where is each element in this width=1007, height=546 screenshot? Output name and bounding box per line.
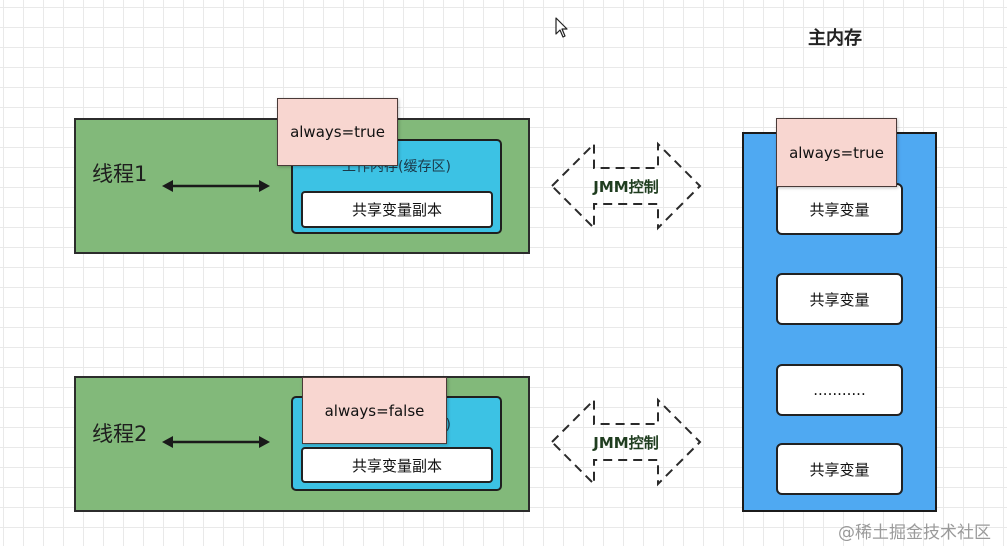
main-memory-flag: always=true [776, 118, 897, 187]
main-memory-variable-1: 共享变量 [776, 183, 903, 235]
thread-1-label: 线程1 [92, 162, 148, 186]
main-memory-variable-3: 共享变量 [776, 443, 903, 495]
thread-1-flag: always=true [277, 98, 398, 166]
jmm-control-label-1: JMM控制 [593, 177, 659, 196]
jmm-control-label-2: JMM控制 [593, 433, 659, 452]
thread-2-flag: always=false [302, 377, 447, 444]
thread-2-label: 线程2 [92, 422, 148, 446]
thread-1-double-arrow [162, 180, 270, 192]
jmm-arrow-1 [550, 141, 702, 231]
main-memory-variable-2: 共享变量 [776, 273, 903, 325]
thread-2-double-arrow [162, 436, 270, 448]
mouse-cursor-icon [555, 17, 568, 38]
main-memory-title: 主内存 [808, 28, 862, 49]
watermark: @稀土掘金技术社区 [838, 523, 991, 543]
jmm-arrow-2 [550, 397, 702, 487]
thread-1-variable-copy: 共享变量副本 [301, 191, 493, 228]
main-memory-ellipsis: ........... [776, 364, 903, 416]
thread-2-variable-copy: 共享变量副本 [301, 447, 493, 483]
